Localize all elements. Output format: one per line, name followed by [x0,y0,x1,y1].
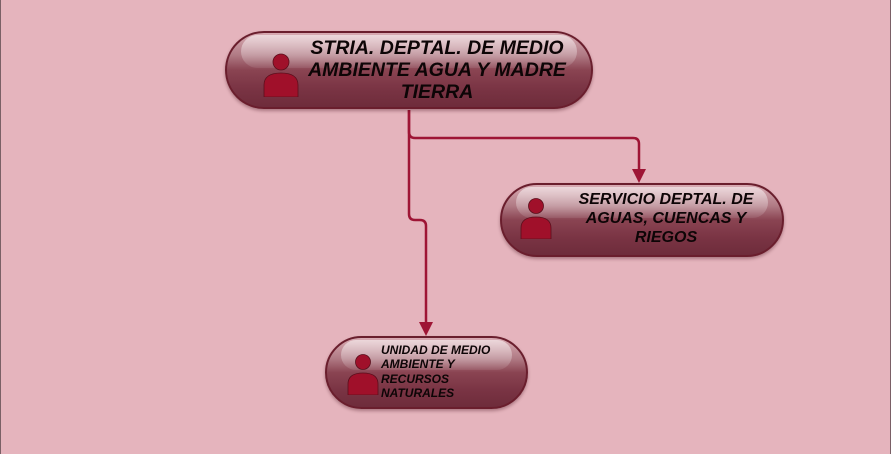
person-icon [347,354,379,395]
org-node-service-label: SERVICIO DEPTAL. DE AGUAS, CUENCAS Y RIE… [578,191,754,247]
org-node-service[interactable]: SERVICIO DEPTAL. DE AGUAS, CUENCAS Y RIE… [500,183,784,257]
connector-root-to-service [407,110,641,176]
connector-root-to-unit [407,110,428,328]
person-icon [263,53,299,97]
org-node-unit-label: UNIDAD DE MEDIO AMBIENTE Y RECURSOS NATU… [381,343,491,401]
arrowhead-service [632,169,646,183]
org-node-root[interactable]: STRIA. DEPTAL. DE MEDIO AMBIENTE AGUA Y … [225,31,593,109]
arrowhead-unit [419,322,433,336]
org-node-root-label: STRIA. DEPTAL. DE MEDIO AMBIENTE AGUA Y … [308,37,566,103]
person-icon [520,198,552,239]
org-node-unit[interactable]: UNIDAD DE MEDIO AMBIENTE Y RECURSOS NATU… [325,336,528,409]
